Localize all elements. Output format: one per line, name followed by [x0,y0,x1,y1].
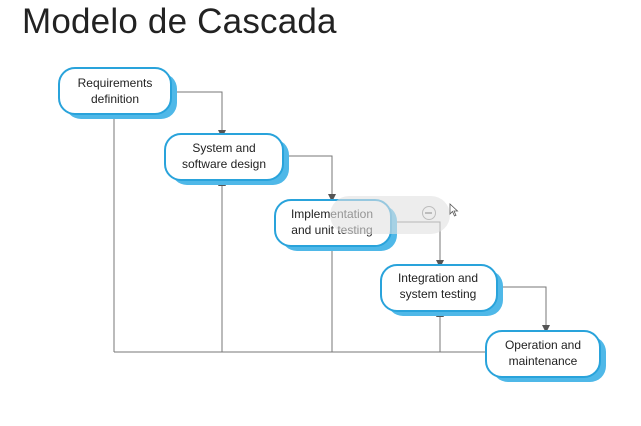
stage-label-line: Requirements [78,76,153,90]
connector-integration-to-operation [496,286,550,333]
stage-label-line: System and [192,141,255,155]
connector-requirements-to-design [172,91,226,138]
mouse-pointer-icon [449,203,459,217]
stage-label-line: definition [91,92,139,106]
stage-label-line: software design [182,157,266,171]
stage-label-line: Integration and [398,271,478,285]
stage-requirements: Requirements definition [58,67,177,119]
stage-integration: Integration and system testing [380,264,503,316]
stage-design: System and software design [164,133,289,185]
connector-design-to-implementation [282,155,336,202]
stage-operation: Operation and maintenance [485,330,606,382]
stage-label-line: Operation and [505,338,581,352]
stage-label-line: system testing [400,287,477,301]
stage-label-line: maintenance [509,354,578,368]
slide-title: Modelo de Cascada [22,2,337,41]
feedback-connectors [110,111,486,353]
zoom-toolbar-overlay[interactable] [330,196,450,234]
zoom-out-icon[interactable] [422,206,436,220]
